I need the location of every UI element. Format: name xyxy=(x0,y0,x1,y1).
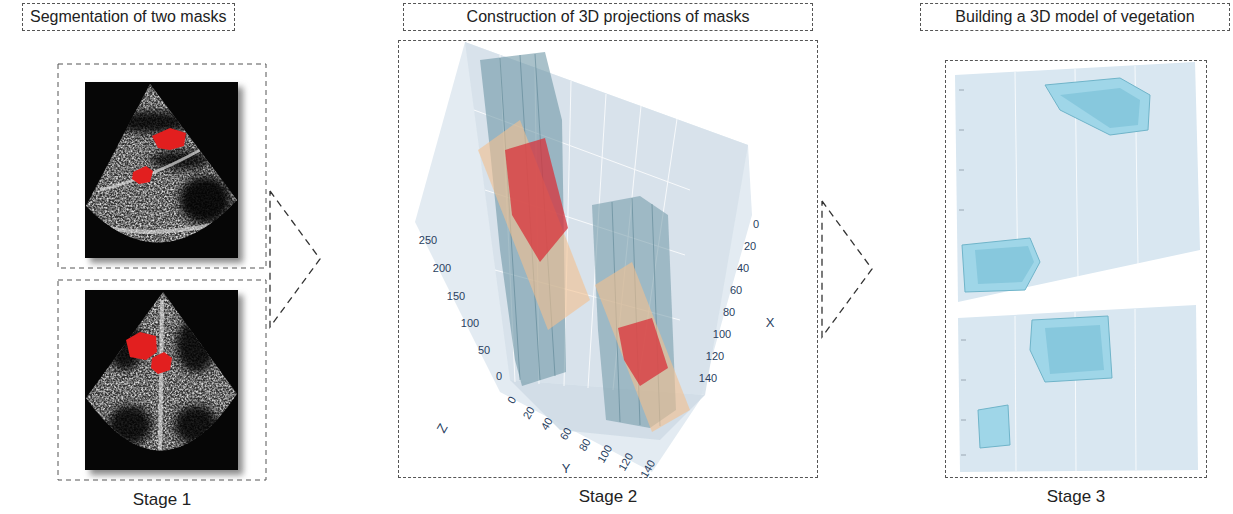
heart-chamber xyxy=(179,176,231,224)
tick-mark xyxy=(961,455,966,456)
vegetation-solid xyxy=(978,405,1010,448)
heading-text: Building a 3D model of vegetation xyxy=(955,7,1194,26)
axis-tick: 140 xyxy=(699,373,717,384)
axis-tick: 60 xyxy=(730,285,742,296)
axis-tick: 80 xyxy=(723,307,735,318)
stage-panel: Stage 3 xyxy=(945,60,1207,478)
3d-plot xyxy=(415,42,752,472)
vegetation-solid xyxy=(962,238,1040,292)
heart-chamber xyxy=(174,405,218,445)
model-plane xyxy=(958,305,1198,472)
image-frame xyxy=(58,280,266,480)
vegetation-face xyxy=(975,246,1034,284)
echo-speckle xyxy=(85,290,238,470)
vegetation-face xyxy=(1060,88,1140,128)
projection-band xyxy=(595,262,690,432)
stage-arrow xyxy=(270,191,320,327)
grid-lines xyxy=(1015,309,1136,471)
echo-sector xyxy=(85,290,238,470)
echo-wall xyxy=(100,150,200,190)
vegetation-mask xyxy=(152,128,186,150)
stage-label: Stage 1 xyxy=(58,490,266,510)
echo-sector xyxy=(85,82,238,258)
stage-heading-box: Construction of 3D projections of masks xyxy=(403,3,813,31)
model-plane xyxy=(955,62,1200,302)
tick-marks xyxy=(961,340,966,455)
tick-mark xyxy=(959,170,964,171)
tick-mark xyxy=(959,90,964,91)
echo-background xyxy=(85,290,238,470)
grid-line xyxy=(1135,309,1136,470)
echo-image xyxy=(85,82,243,263)
axis-tick: 100 xyxy=(713,329,731,340)
vegetation-volume xyxy=(618,318,668,386)
echo-speckle xyxy=(85,82,238,258)
axis-tick: 40 xyxy=(737,263,749,274)
axis-title: X xyxy=(766,316,775,329)
heading-text: Construction of 3D projections of masks xyxy=(467,7,750,26)
stage-heading-box: Segmentation of two masks xyxy=(22,3,235,31)
stage-group: Stage 1 xyxy=(58,64,266,480)
axis-tick: 0 xyxy=(496,371,502,382)
axis-tick: 100 xyxy=(596,443,615,464)
vegetation-solid xyxy=(1030,316,1112,382)
heart-chamber xyxy=(176,317,216,373)
tick-mark xyxy=(961,420,966,421)
plot-background xyxy=(415,42,752,472)
vegetation-face xyxy=(1045,325,1104,374)
stage-panel: Stage 2 xyxy=(398,40,818,478)
vegetation-volume xyxy=(505,138,568,262)
vegetation-mask xyxy=(132,166,153,184)
echo-wall xyxy=(160,300,162,460)
axis-tick: 50 xyxy=(478,345,490,356)
projection-band xyxy=(478,120,590,330)
axis-tick: 250 xyxy=(419,235,437,246)
axis-tick: 150 xyxy=(447,291,465,302)
stage-label: Stage 2 xyxy=(399,487,817,507)
grid-line xyxy=(1015,316,1016,471)
heart-chamber xyxy=(108,405,152,445)
axis-tick: 100 xyxy=(461,318,479,329)
tick-marks xyxy=(959,90,964,210)
tick-mark xyxy=(961,380,966,381)
heart-chamber xyxy=(108,111,192,133)
axis-tick: 0 xyxy=(753,219,759,230)
tick-mark xyxy=(959,210,964,211)
vegetation-solid xyxy=(1045,78,1150,135)
echo-image xyxy=(85,290,243,475)
image-frame xyxy=(58,64,266,268)
tick-mark xyxy=(961,340,966,341)
vegetation-mask xyxy=(151,352,172,374)
axis-tick: 120 xyxy=(706,351,724,362)
stage-heading-box: Building a 3D model of vegetation xyxy=(920,3,1230,31)
echo-wall xyxy=(110,222,225,232)
axis-tick: 20 xyxy=(744,241,756,252)
tick-mark xyxy=(959,130,964,131)
stage-arrow xyxy=(822,201,872,337)
axis-title: Z xyxy=(434,421,449,434)
vegetation-mask xyxy=(126,332,157,360)
vegetation-model xyxy=(955,62,1200,472)
axis-tick: 200 xyxy=(433,263,451,274)
heading-text: Segmentation of two masks xyxy=(30,7,227,26)
stage-label: Stage 3 xyxy=(946,487,1206,507)
echo-background xyxy=(85,82,238,258)
axis-title: Y xyxy=(562,462,571,475)
